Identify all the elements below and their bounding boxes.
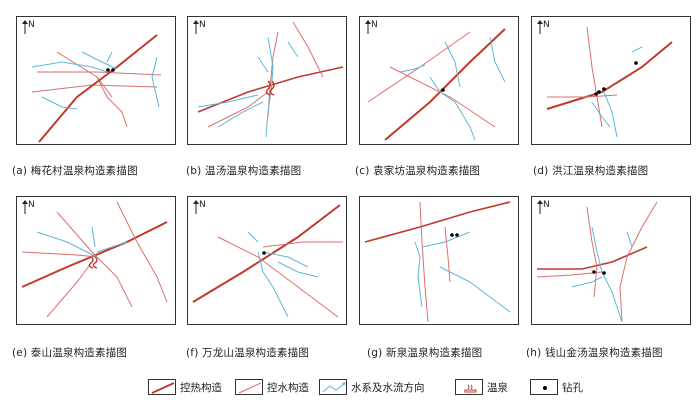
north-label: N: [199, 20, 206, 30]
legend-label: 水系及水流方向: [351, 381, 425, 394]
caption-e: (e) 泰山温泉构造素描图: [12, 347, 128, 359]
panel-h: N: [531, 196, 691, 325]
legend-label: 温泉: [487, 381, 508, 394]
north-label: N: [199, 200, 206, 210]
legend-water-structure: 控水构造: [235, 378, 309, 396]
sketch-c: [367, 28, 506, 141]
heat-structure-symbol: [148, 379, 176, 395]
sketch-g: [364, 201, 511, 323]
sketch-a: [31, 34, 162, 143]
panel-c: N: [359, 16, 519, 145]
legend-label: 钻孔: [562, 381, 583, 394]
sketch-h: [536, 201, 658, 323]
legend-water-system: 水系及水流方向: [319, 378, 425, 396]
sketch-e: [21, 201, 168, 318]
sketch-d: [546, 26, 673, 138]
caption-h: (h) 钱山金汤温泉构造素描图: [526, 347, 663, 359]
north-label: N: [543, 200, 550, 210]
water-structure-symbol: [235, 379, 263, 395]
legend-heat-structure: 控热构造: [148, 378, 222, 396]
caption-f: (f) 万龙山温泉构造素描图: [186, 347, 310, 359]
north-label: N: [371, 20, 378, 30]
caption-c: (c) 袁家坊温泉构造素描图: [355, 165, 481, 177]
sketch-b: [197, 21, 344, 138]
caption-a: (a) 梅花村温泉构造素描图: [12, 165, 138, 177]
panel-e: N: [16, 196, 176, 325]
panel-g: [359, 196, 519, 325]
panel-d: N: [531, 16, 691, 145]
panel-f: N: [187, 196, 347, 325]
caption-d: (d) 洪江温泉构造素描图: [533, 165, 649, 177]
caption-b: (b) 温汤温泉构造素描图: [186, 165, 302, 177]
north-label: N: [28, 20, 35, 30]
legend-borehole: 钻孔: [530, 378, 583, 396]
legend-hot-spring: 温泉: [455, 378, 508, 396]
caption-g: (g) 新泉温泉构造素描图: [367, 347, 483, 359]
panel-b: N: [187, 16, 347, 145]
legend-label: 控热构造: [180, 381, 222, 394]
panel-a: N: [16, 16, 176, 145]
water-system-symbol: [319, 379, 347, 395]
hot-spring-icon: [455, 379, 483, 395]
sketch-f: [192, 204, 343, 318]
north-label: N: [28, 200, 35, 210]
legend-label: 控水构造: [267, 381, 309, 394]
north-label: N: [543, 20, 550, 30]
borehole-icon: [530, 379, 558, 395]
